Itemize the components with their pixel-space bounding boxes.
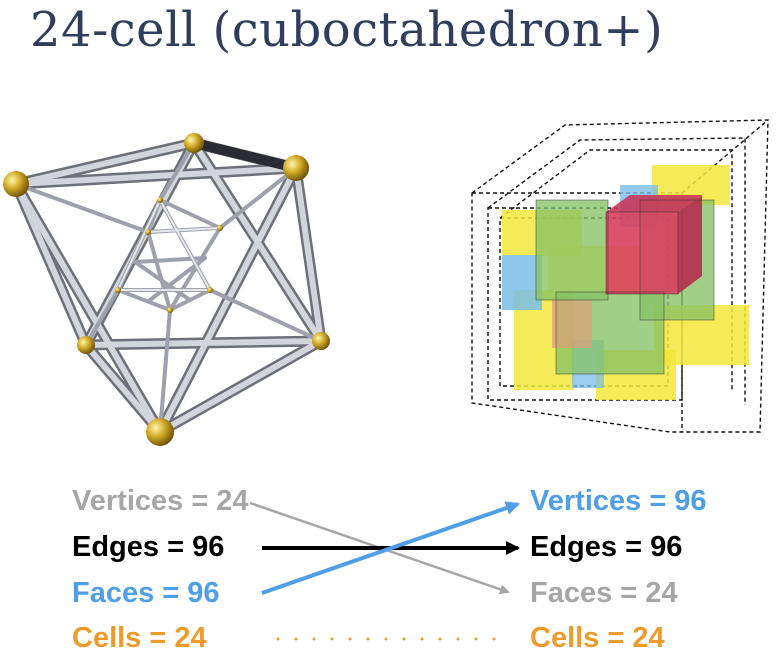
right-vertices-label: Vertices = 96 — [530, 484, 707, 518]
left-edges-label: Edges = 96 — [72, 530, 224, 564]
right-cells-label: Cells = 24 — [530, 621, 665, 655]
left-cells-label: Cells = 24 — [72, 621, 207, 655]
right-edges-label: Edges = 96 — [530, 530, 682, 564]
mapping-arrows — [250, 503, 518, 639]
left-faces-label: Faces = 96 — [72, 576, 220, 610]
right-faces-label: Faces = 24 — [530, 576, 678, 610]
nested-boxes-image — [472, 120, 768, 432]
left-vertices-label: Vertices = 24 — [72, 484, 249, 518]
wireframe-24-cell-image — [3, 133, 330, 446]
